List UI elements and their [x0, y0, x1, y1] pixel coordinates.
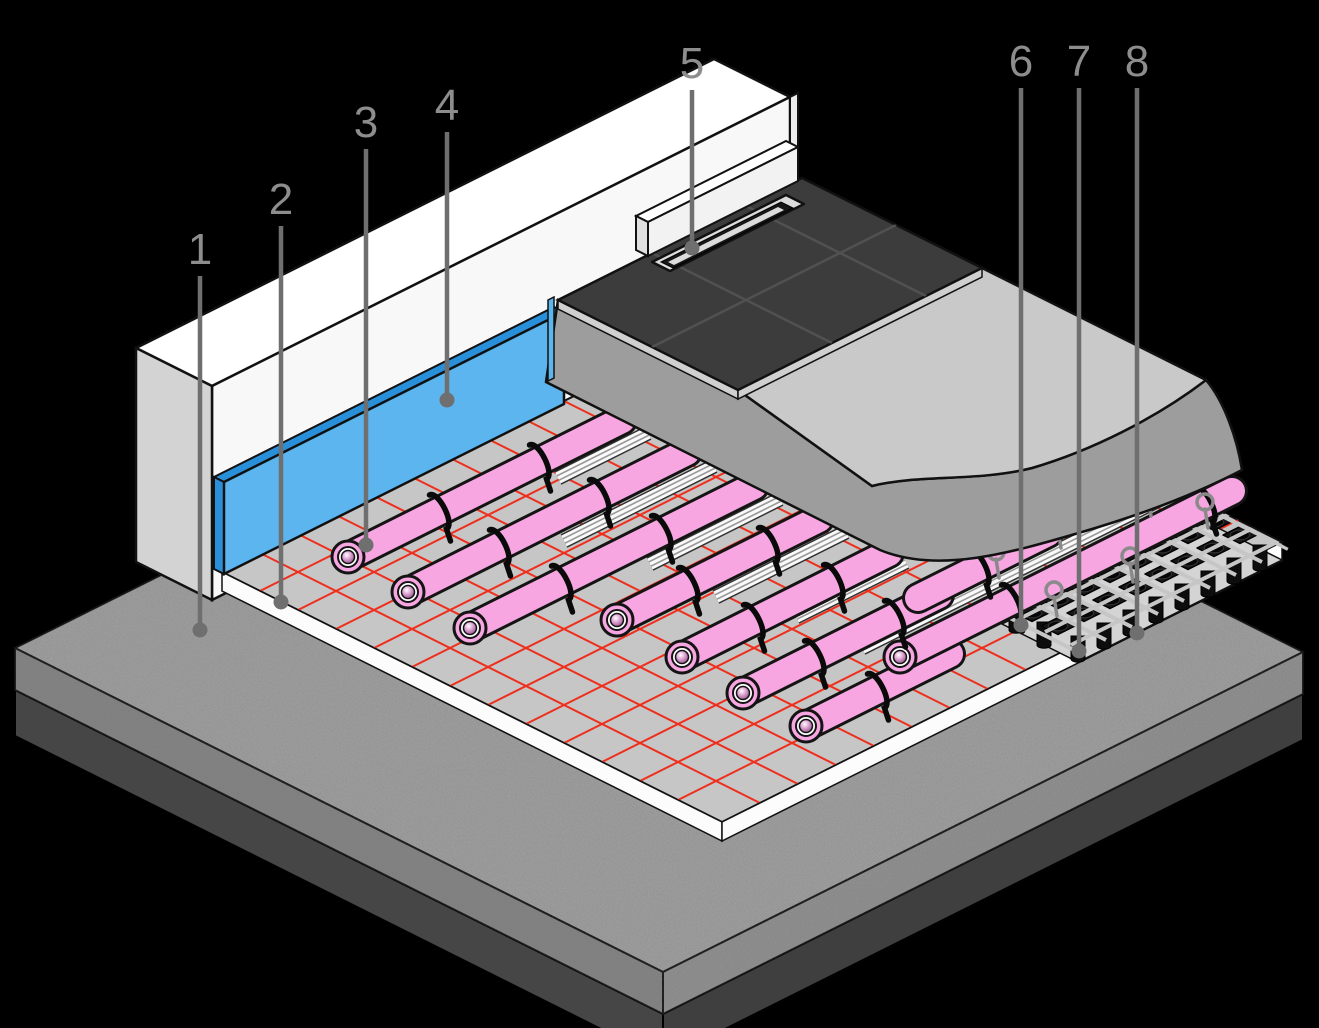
- label-7: 7: [1067, 37, 1091, 86]
- pipe-clip-tie: [820, 562, 848, 614]
- curb-end-cap: [635, 214, 649, 258]
- pipe-clip-tie: [526, 442, 554, 494]
- clip-ring: [1195, 492, 1215, 512]
- label-2: 2: [269, 175, 293, 224]
- clip-pin: [1203, 507, 1210, 530]
- rail: [561, 460, 717, 547]
- leader-dot-6: [1013, 617, 1029, 633]
- heating-pipe: [395, 439, 700, 605]
- pipe-clip-tie: [675, 565, 703, 617]
- wall-end-cap: [134, 345, 214, 603]
- pipe-bore: [674, 649, 690, 665]
- leader-dot-2: [273, 594, 289, 610]
- clip-pin: [1052, 595, 1059, 618]
- leader-dot-5: [684, 240, 700, 256]
- heating-pipe: [457, 473, 767, 641]
- rail: [555, 427, 651, 484]
- heating-pipe: [887, 478, 1245, 670]
- rail-groove: [564, 467, 716, 544]
- heating-pipes: [330, 404, 1248, 744]
- clip-pin: [994, 557, 1001, 580]
- leader-dot-3: [358, 537, 374, 553]
- rail-groove: [714, 529, 846, 596]
- labels: 1 2 3 4 5 6 7 8: [188, 37, 1149, 274]
- edge-strip-end: [213, 475, 225, 576]
- heating-pipe: [604, 506, 832, 633]
- pipe-clip-tie: [426, 492, 454, 544]
- pipe-clip-tie: [586, 477, 614, 529]
- pipe-bore: [609, 612, 625, 628]
- pipe-bore: [892, 649, 908, 665]
- leader-dot-1: [192, 622, 208, 638]
- tile-joints: [651, 204, 927, 349]
- label-1: 1: [188, 225, 212, 274]
- label-3: 3: [354, 98, 378, 147]
- screed-top-surface: [735, 266, 1209, 488]
- leader-lines: [192, 88, 1145, 659]
- leader-dot-8: [1129, 625, 1145, 641]
- leader-dot-4: [439, 392, 455, 408]
- pipe-clip-tie: [881, 598, 909, 650]
- heating-pipe: [669, 540, 902, 670]
- clip-pin: [1128, 561, 1135, 584]
- pipe-clip-tie: [755, 525, 783, 577]
- pipe-bore: [462, 620, 478, 636]
- label-6: 6: [1009, 37, 1033, 86]
- label-4: 4: [435, 81, 459, 130]
- pipe-bore: [798, 718, 814, 734]
- rail: [713, 526, 849, 603]
- edge-strip-sliver: [547, 295, 555, 383]
- pipe-clip-tie: [740, 602, 768, 654]
- pipe-clip-tie: [648, 513, 676, 565]
- pipe-clip-tie: [864, 671, 892, 723]
- pipe-clip-tie: [801, 638, 829, 690]
- pipe-clip-tie: [548, 563, 576, 615]
- rail-groove: [716, 533, 848, 600]
- label-8: 8: [1125, 37, 1149, 86]
- rail-groove: [796, 563, 908, 620]
- pipe-clip-tie: [486, 527, 514, 579]
- pipe-bore: [400, 584, 416, 600]
- leader-dot-7: [1071, 643, 1087, 659]
- heating-pipe: [335, 407, 635, 570]
- heating-pipe: [730, 582, 952, 706]
- curb-face: [647, 145, 799, 258]
- pipe-bore: [735, 685, 751, 701]
- rail-groove: [562, 463, 714, 540]
- heating-pipe: [793, 641, 963, 739]
- pipe-bore: [340, 549, 356, 565]
- rail-groove: [558, 434, 650, 481]
- clip-ring: [1044, 580, 1064, 600]
- label-5: 5: [680, 39, 704, 88]
- rail-groove: [556, 430, 648, 477]
